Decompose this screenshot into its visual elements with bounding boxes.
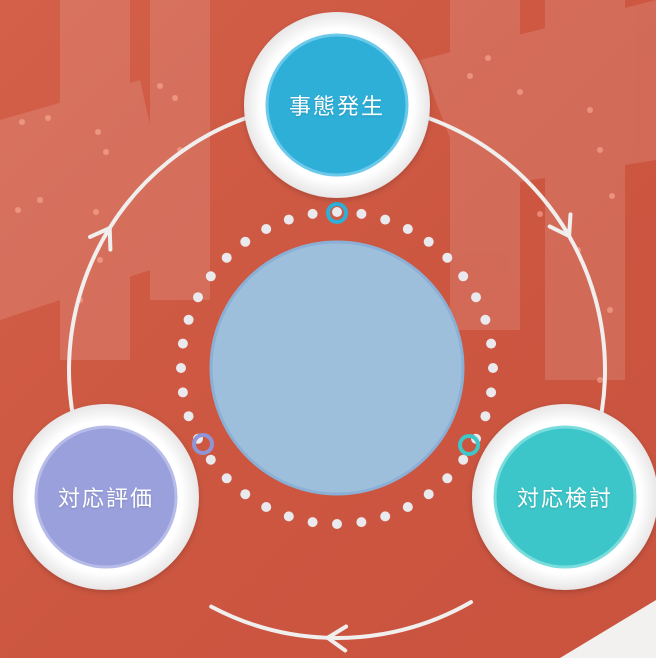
- dot: [423, 236, 434, 247]
- background-light: [95, 129, 101, 135]
- dot: [488, 363, 498, 373]
- node-right-label: 対応検討: [516, 487, 613, 512]
- dot: [240, 236, 251, 247]
- dot: [332, 207, 342, 217]
- arrow-to-left: [323, 624, 349, 653]
- background-light: [597, 147, 603, 153]
- connector-right: [458, 434, 480, 456]
- dot: [486, 338, 497, 349]
- dot: [486, 387, 497, 398]
- ring-arc-bottom-b: [209, 604, 330, 640]
- connector-top: [326, 202, 348, 224]
- dot: [480, 314, 491, 325]
- ring-arc-left-b: [107, 116, 248, 230]
- dot: [380, 511, 391, 522]
- background-light: [485, 55, 491, 61]
- node-left: [13, 404, 199, 590]
- dot: [423, 489, 434, 500]
- background-light: [37, 197, 43, 203]
- dot: [261, 502, 272, 512]
- background-light: [537, 211, 543, 217]
- dot: [283, 214, 294, 225]
- background-light: [19, 119, 25, 125]
- arrow-to-right: [547, 212, 573, 240]
- dot: [261, 224, 272, 234]
- background-light: [587, 107, 593, 113]
- background-light: [93, 209, 99, 215]
- background-light: [157, 83, 163, 89]
- dot: [332, 519, 342, 529]
- connector-left: [192, 433, 214, 455]
- dot: [183, 411, 194, 422]
- background-light: [97, 257, 103, 263]
- background-light: [609, 193, 615, 199]
- dot: [221, 473, 232, 484]
- background-racks: [0, 0, 656, 380]
- node-top-label: 事態発生: [288, 95, 385, 120]
- dot: [458, 454, 469, 465]
- dot: [442, 473, 453, 484]
- dot: [240, 489, 251, 500]
- dot: [480, 411, 491, 422]
- dot: [402, 224, 413, 234]
- dot: [402, 502, 413, 512]
- dot: [380, 214, 391, 225]
- corner-shape: [560, 600, 656, 658]
- background-light: [172, 95, 178, 101]
- background-light: [103, 149, 109, 155]
- dot: [307, 208, 318, 219]
- dot: [205, 271, 216, 282]
- dot: [356, 517, 367, 528]
- dot: [458, 271, 469, 282]
- dot: [356, 208, 367, 219]
- background-light: [45, 115, 51, 121]
- background-light: [517, 89, 523, 95]
- dot: [307, 517, 318, 528]
- dot: [193, 292, 203, 303]
- ring-arc-top-right-a: [417, 113, 572, 238]
- dot: [177, 338, 188, 349]
- dot: [471, 292, 481, 303]
- dot: [177, 387, 188, 398]
- dot: [283, 511, 294, 522]
- dot: [221, 252, 232, 263]
- dot: [442, 252, 453, 263]
- background-light: [607, 307, 613, 313]
- dot: [205, 454, 216, 465]
- ring-arc-bottom: [325, 600, 473, 640]
- node-top: [244, 12, 430, 198]
- background-light: [15, 207, 21, 213]
- center-circle: [209, 240, 465, 496]
- background-light: [467, 73, 473, 79]
- node-right: [472, 404, 656, 590]
- dot: [176, 363, 186, 373]
- background-light: [597, 377, 603, 383]
- dot: [183, 314, 194, 325]
- node-left-label: 対応評価: [57, 487, 154, 512]
